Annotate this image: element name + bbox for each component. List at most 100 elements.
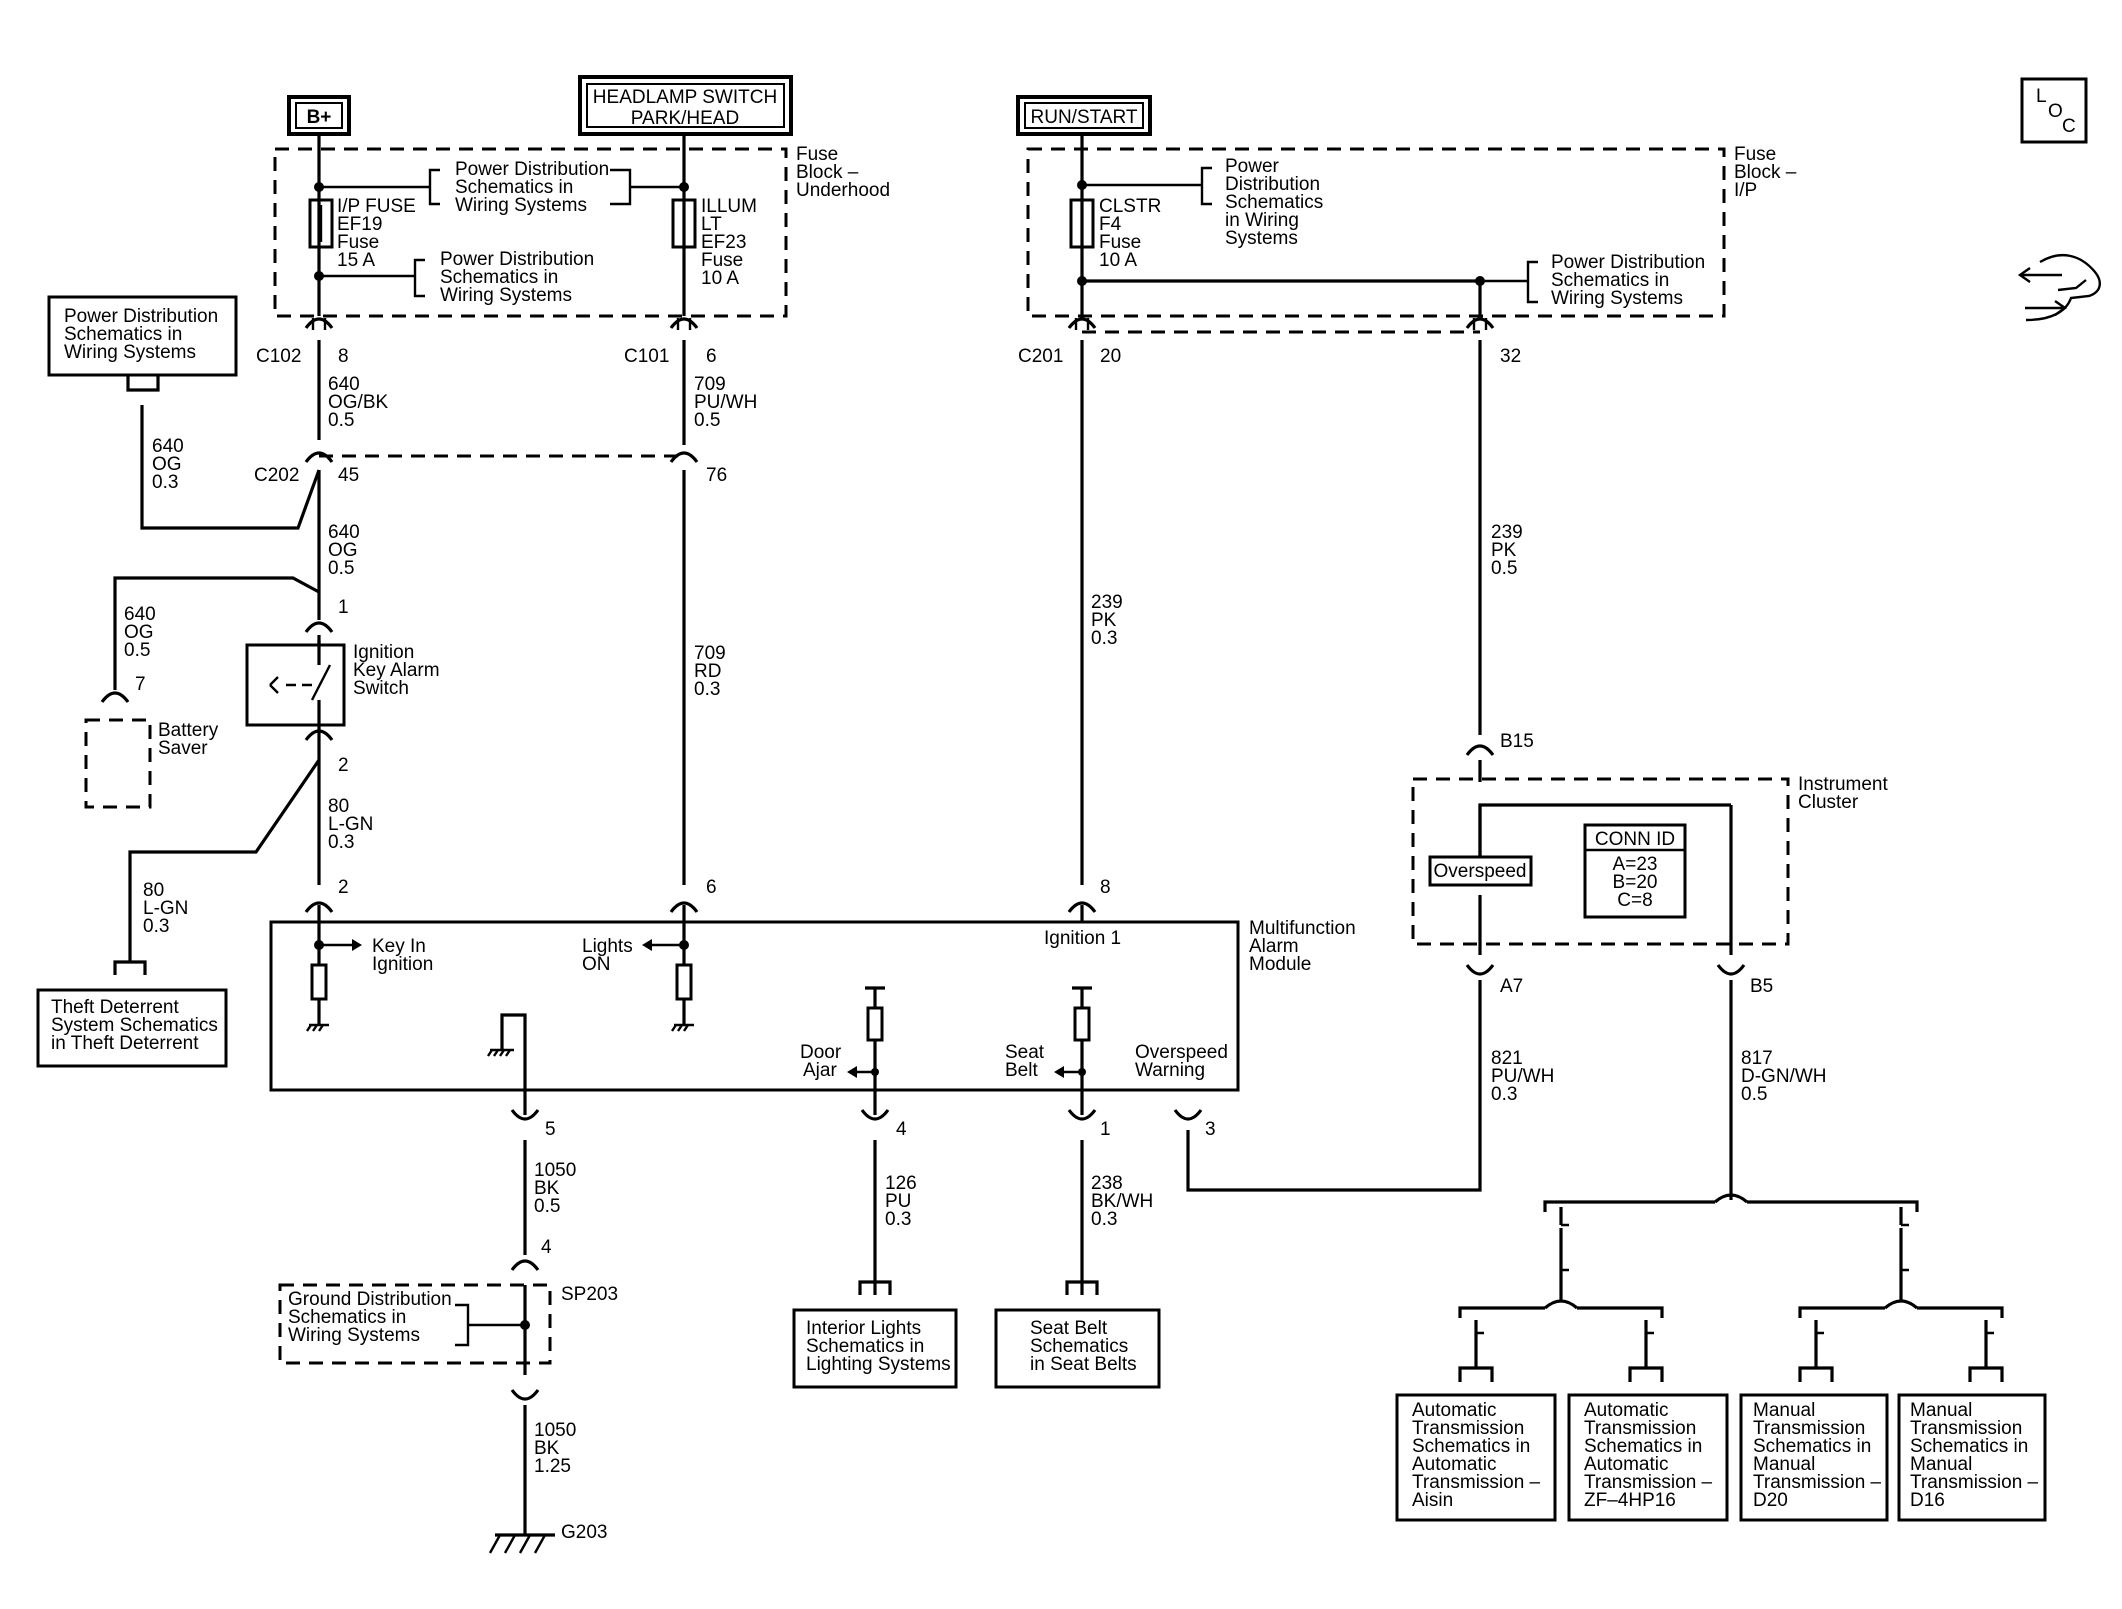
lights-on-2: ON: [582, 954, 611, 975]
az-3: Schematics in: [1584, 1436, 1702, 1457]
md16-3: Schematics in: [1910, 1436, 2028, 1457]
run-start-source: RUN/START: [1016, 95, 1152, 136]
fbu-ref-top-2: Schematics in: [455, 177, 573, 198]
manual-d16-ref: Manual Transmission Schematics in Manual…: [1897, 1393, 2047, 1522]
w1050a-2: BK: [534, 1178, 560, 1199]
conn-id-c: C=8: [1617, 890, 1652, 911]
w821-3: 0.3: [1491, 1084, 1517, 1105]
md16-6: D16: [1910, 1490, 1945, 1511]
c102-label: C102: [256, 346, 301, 367]
w640b-2: OG: [152, 454, 182, 475]
pdl-2: Schematics in: [64, 324, 182, 345]
w709a-2: PU/WH: [694, 392, 757, 413]
ignition-key-alarm-switch: Ignition Key Alarm Switch: [245, 635, 440, 740]
interior-lights-ref: Interior Lights Schematics in Lighting S…: [792, 1280, 958, 1389]
w817-1: 817: [1741, 1048, 1773, 1069]
mam-pin2: 2: [338, 877, 349, 898]
w239a-1: 239: [1091, 592, 1123, 613]
c202-pin45: 45: [338, 465, 359, 486]
loc-l: L: [2036, 86, 2047, 107]
az-1: Automatic: [1584, 1400, 1668, 1421]
c101-label: C101: [624, 346, 669, 367]
aa-6: Aisin: [1412, 1490, 1453, 1511]
door-ajar-1: Door: [800, 1042, 842, 1063]
sb-2: Schematics: [1030, 1336, 1128, 1357]
w640c-3: 0.5: [328, 558, 354, 579]
b15-label: B15: [1500, 731, 1534, 752]
w80a-3: 0.3: [328, 832, 354, 853]
w80b-3: 0.3: [143, 916, 169, 937]
sp203-label: SP203: [561, 1284, 618, 1305]
ic-2: Cluster: [1798, 792, 1859, 813]
gd-2: Schematics in: [288, 1307, 406, 1328]
fuse-block-underhood: Fuse Block – Underhood I/P FUSE EF19 Fus…: [273, 144, 890, 318]
bs-2: Saver: [158, 738, 208, 759]
w126-3: 0.3: [885, 1209, 911, 1230]
instrument-cluster: Instrument Cluster Overspeed CONN ID A=2…: [1411, 774, 1888, 946]
lights-on-1: Lights: [582, 936, 633, 957]
fbip-label-3: I/P: [1734, 180, 1757, 201]
fbip-ref-right-2: Schematics in: [1551, 270, 1669, 291]
w239a-3: 0.3: [1091, 628, 1117, 649]
w239b-2: PK: [1491, 540, 1517, 561]
fbu-ref-bottom-2: Schematics in: [440, 267, 558, 288]
fbip-ref-top-1: Power: [1225, 156, 1280, 177]
ic-1: Instrument: [1798, 774, 1888, 795]
w709b-2: RD: [694, 661, 721, 682]
aa-1: Automatic: [1412, 1400, 1496, 1421]
fbu-label-3: Underhood: [796, 180, 890, 201]
seat-belt-2: Belt: [1005, 1060, 1038, 1081]
w640d-1: 640: [124, 604, 156, 625]
w239b-1: 239: [1491, 522, 1523, 543]
pdl-3: Wiring Systems: [64, 342, 196, 363]
w817-3: 0.5: [1741, 1084, 1767, 1105]
b-plus-source: B+: [287, 95, 351, 136]
w709b-3: 0.3: [694, 679, 720, 700]
headlamp-switch-label: HEADLAMP SWITCH: [593, 87, 777, 108]
illum-fuse-type: Fuse: [701, 250, 743, 271]
w821-2: PU/WH: [1491, 1066, 1554, 1087]
w80b-1: 80: [143, 880, 164, 901]
w640c-2: OG: [328, 540, 358, 561]
fbip-ref-top-4: in Wiring: [1225, 210, 1299, 231]
clstr-fuse-id: F4: [1099, 214, 1122, 235]
az-2: Transmission: [1584, 1418, 1696, 1439]
w1050b-2: BK: [534, 1438, 560, 1459]
pdl-1: Power Distribution: [64, 306, 218, 327]
fbip-ref-right-3: Wiring Systems: [1551, 288, 1683, 309]
w239a-2: PK: [1091, 610, 1117, 631]
ign-sw-3: Switch: [353, 678, 409, 699]
clstr-fuse-type: Fuse: [1099, 232, 1141, 253]
overspeed-label: Overspeed: [1434, 861, 1527, 882]
w640a-1: 640: [328, 374, 360, 395]
az-4: Automatic: [1584, 1454, 1668, 1475]
w1050a-3: 0.5: [534, 1196, 560, 1217]
mam-1: Multifunction: [1249, 918, 1356, 939]
ip-fuse-name: I/P FUSE: [337, 196, 416, 217]
clstr-fuse-rating: 10 A: [1099, 250, 1137, 271]
md20-3: Schematics in: [1753, 1436, 1871, 1457]
w238-3: 0.3: [1091, 1209, 1117, 1230]
theft-3: in Theft Deterrent: [51, 1033, 199, 1054]
ip-fuse-rating: 15 A: [337, 250, 375, 271]
b-plus-label: B+: [307, 107, 332, 128]
multifunction-alarm-module: Multifunction Alarm Module Key In Igniti…: [269, 918, 1356, 1095]
illum-fuse-name: ILLUM: [701, 196, 757, 217]
aa-3: Schematics in: [1412, 1436, 1530, 1457]
wire-labels: 640 OG/BK 0.5 640 OG 0.3 640 OG 0.5 640 …: [124, 374, 1826, 1477]
fbip-label-1: Fuse: [1734, 144, 1776, 165]
il-2: Schematics in: [806, 1336, 924, 1357]
conn-id-title: CONN ID: [1595, 829, 1675, 850]
junction-dots: [314, 180, 1485, 950]
key-in-1: Key In: [372, 936, 426, 957]
door-ajar-2: Ajar: [803, 1060, 837, 1081]
seat-belt-ref: Seat Belt Schematics in Seat Belts: [994, 1280, 1161, 1389]
park-head-label: PARK/HEAD: [631, 108, 739, 129]
md20-4: Manual: [1753, 1454, 1815, 1475]
mam-pin6: 6: [706, 877, 717, 898]
c201-pin: 20: [1100, 346, 1121, 367]
c202-label: C202: [254, 465, 299, 486]
connector-marks: [100, 317, 1746, 1401]
c201-pin32: 32: [1500, 346, 1521, 367]
theft-deterrent-ref: Theft Deterrent System Schematics in The…: [36, 960, 228, 1068]
